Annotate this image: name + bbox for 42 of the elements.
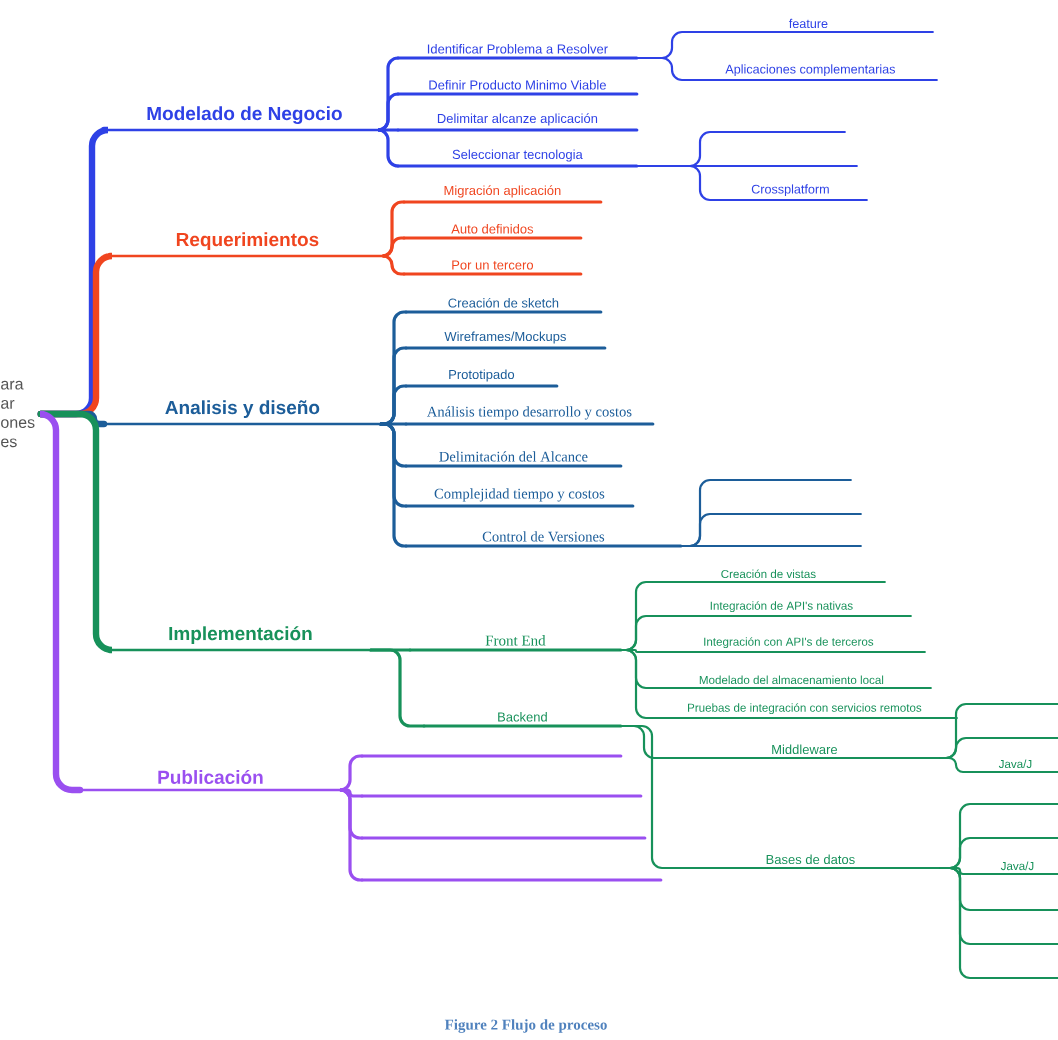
branch-line (712, 478, 852, 482)
connector (939, 756, 974, 774)
branch-line (360, 836, 647, 840)
connector (379, 422, 408, 548)
connector (381, 254, 406, 276)
branch-line (974, 908, 1058, 912)
connector (381, 236, 406, 258)
branch-line (974, 802, 1058, 806)
connector (376, 92, 400, 132)
connector (338, 788, 364, 882)
root-label: ara ar ones es (1, 380, 35, 448)
connector (635, 164, 716, 202)
connector (635, 56, 686, 82)
branch-line (360, 754, 623, 758)
connector (338, 754, 364, 792)
branch-line (712, 130, 846, 134)
branch-line (712, 512, 862, 516)
connector (36, 410, 84, 794)
branch-line (970, 736, 1058, 740)
connector (939, 866, 978, 980)
branch-label: Requerimientos (108, 232, 386, 258)
connector (369, 648, 426, 728)
branch-line (970, 702, 1058, 706)
connector (339, 788, 364, 798)
branch-label: Analisis y diseño (102, 400, 382, 426)
branch-line (712, 164, 858, 168)
branch-line (712, 544, 862, 548)
connector (376, 128, 400, 168)
connector (619, 648, 654, 720)
branch-line (974, 836, 1058, 840)
connector (679, 544, 716, 548)
branch-label: Implementación (108, 626, 372, 652)
branch-line (360, 794, 643, 798)
connector (37, 410, 116, 654)
branch-label: Publicación (78, 769, 342, 792)
connector (380, 200, 406, 258)
branch-line (974, 942, 1058, 946)
connector (383, 128, 400, 132)
branch-line (360, 878, 663, 882)
branch-line (974, 976, 1058, 980)
branch-label: Modelado de Negocio (102, 106, 386, 132)
connector (379, 422, 408, 426)
